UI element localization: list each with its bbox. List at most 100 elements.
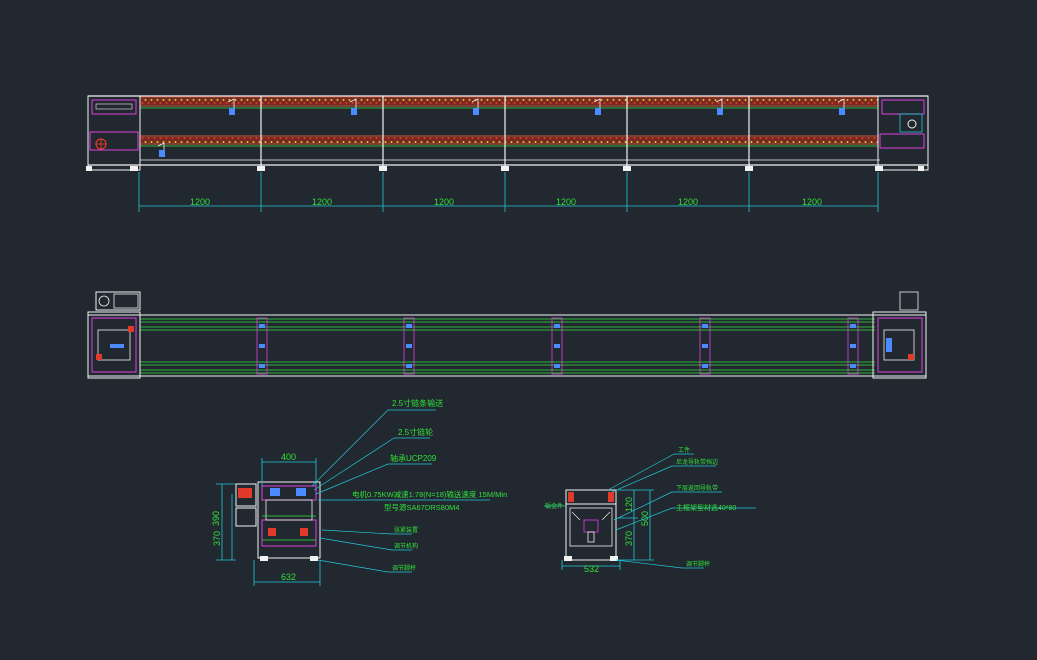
fastener	[850, 324, 856, 328]
foot	[875, 166, 883, 171]
stopper-block	[159, 150, 165, 157]
fastener	[259, 364, 265, 368]
dimension-label: 390	[211, 511, 221, 526]
drive-bracket	[91, 99, 137, 115]
leader	[607, 453, 675, 491]
fastener	[702, 324, 708, 328]
stopper-block	[839, 108, 845, 115]
drive-guard	[95, 103, 133, 110]
stopper	[349, 98, 357, 109]
foot	[379, 166, 387, 171]
crossbeam	[403, 317, 415, 375]
foot	[260, 556, 268, 561]
fastener	[850, 364, 856, 368]
stopper	[157, 142, 165, 153]
length-dimensions	[138, 172, 879, 212]
bearing-ucp209	[296, 488, 306, 496]
bearing-block	[908, 354, 914, 360]
callout-adjuster: 调节机构	[394, 542, 418, 550]
section-dimensions	[216, 458, 321, 586]
bearing-block	[96, 354, 102, 360]
stopper-block	[351, 108, 357, 115]
motor-flange	[98, 295, 110, 307]
drive-frame	[87, 95, 141, 171]
tensioner-block	[268, 528, 276, 536]
foot	[564, 556, 572, 561]
bearing-block	[128, 326, 134, 332]
leader	[317, 559, 389, 573]
leader	[319, 537, 393, 551]
foot	[501, 166, 509, 171]
frame-inner	[569, 507, 613, 547]
tail-sprocket-box	[883, 329, 915, 361]
plan-crossbeams	[256, 317, 859, 375]
guide-rail-profile	[568, 492, 574, 502]
brace	[601, 511, 611, 521]
tail-shaft	[886, 338, 892, 352]
guide-rail-profile	[608, 492, 614, 502]
leader	[321, 529, 393, 535]
leader	[311, 409, 389, 487]
callout-leaders	[311, 409, 490, 573]
section-frame	[257, 481, 321, 559]
brace	[571, 511, 581, 521]
stopper-block	[473, 108, 479, 115]
callout-motor: 电机0.75KW减速1:78(N=18)输送速度 15M/Min	[352, 489, 507, 499]
callout-workpiece: 工件	[678, 446, 690, 454]
crossbeam	[699, 317, 711, 375]
dimension-label: 400	[281, 452, 296, 462]
plan-tail-head	[872, 291, 927, 379]
frame-section	[565, 503, 617, 561]
stopper-block	[229, 108, 235, 115]
lower-chain	[140, 137, 878, 143]
adjustable-feet	[86, 166, 924, 171]
return-guide	[583, 519, 599, 533]
fastener	[259, 344, 265, 348]
callout-bearing: 轴承UCP209	[390, 453, 437, 463]
drive-head-plate	[91, 317, 137, 373]
leader	[611, 465, 673, 493]
side-elevation-view: 1200 1200 1200 1200 1200 1200	[86, 95, 929, 212]
stopper	[227, 98, 235, 109]
foot	[86, 166, 92, 171]
idler-bracket	[881, 99, 925, 115]
leader	[615, 559, 683, 569]
callout-foot: 调节脚杯	[686, 560, 710, 568]
stopper	[715, 98, 723, 109]
fastener	[406, 324, 412, 328]
plan-crossbeam-fasteners	[259, 324, 856, 368]
dimension-label: 1200	[556, 197, 576, 207]
foot	[918, 166, 924, 171]
drive-head-frame	[87, 311, 141, 379]
plan-view	[87, 291, 927, 379]
callout-return-rail: 下层返回导轨带	[676, 484, 718, 492]
tensioner-block	[899, 291, 919, 311]
upper-chain	[140, 98, 878, 105]
dimension-label: 1200	[802, 197, 822, 207]
callout-sprocket: 2.5寸链轮	[398, 427, 433, 437]
gear-motor	[95, 291, 141, 311]
fastener	[850, 344, 856, 348]
leader	[313, 437, 395, 491]
foot	[745, 166, 753, 171]
crossbeam	[256, 317, 268, 375]
callout-motor-model: 型号源SA67DRS80M4	[384, 503, 459, 512]
drive-sprocket-box	[97, 329, 131, 361]
idler-bracket-lower	[879, 133, 925, 149]
crossbeam	[847, 317, 859, 375]
center-post	[587, 531, 595, 543]
callout-frame-profile: 主框架型材逃40*80	[676, 503, 736, 512]
foot	[257, 166, 265, 171]
bearing-ucp209	[270, 488, 280, 496]
leader	[315, 463, 389, 495]
foot	[130, 166, 138, 171]
drive-end-section-view: 400 632 370 390 2.5寸链条输送 2.5寸链轮 轴承UCP209	[211, 398, 507, 586]
idler-end-right	[877, 95, 929, 171]
crossbeam	[551, 317, 563, 375]
callout-nylon-rail: 尼龙导轨带挡边	[676, 458, 718, 466]
foot	[610, 556, 618, 561]
fastener	[259, 324, 265, 328]
fastener	[554, 364, 560, 368]
fastener	[554, 324, 560, 328]
